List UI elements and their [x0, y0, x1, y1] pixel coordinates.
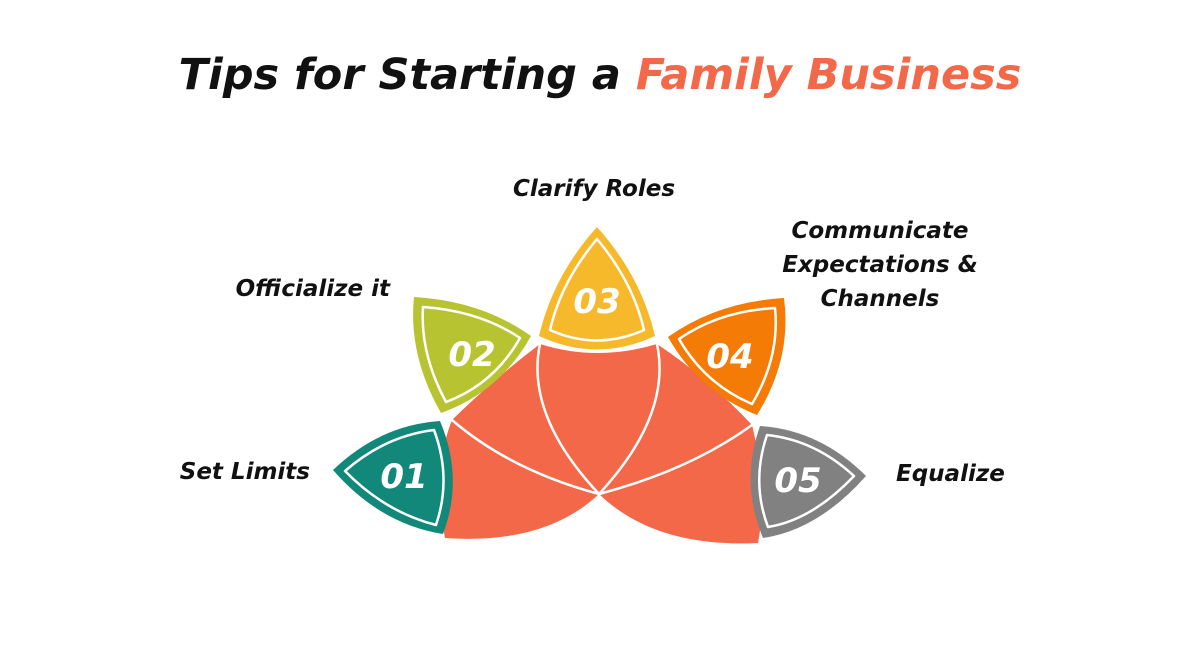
petal-01: 01: [333, 421, 453, 534]
petal-01-number: 01: [380, 457, 427, 497]
title-prefix: Tips for Starting a: [178, 50, 621, 100]
petal-02-number: 02: [448, 335, 495, 375]
petal-01-shape: [333, 421, 453, 534]
center-petal-left: [439, 420, 599, 539]
petal-03-number: 03: [573, 282, 620, 322]
tip-label-officialize-it: Officialize it: [235, 276, 390, 302]
lotus-center: [439, 342, 762, 544]
petal-04-number: 04: [706, 337, 753, 377]
tip-label-equalize: Equalize: [896, 461, 1005, 487]
tip-label-set-limits: Set Limits: [179, 459, 310, 485]
title-highlight: Family Business: [635, 50, 1022, 100]
petal-02: 02: [413, 297, 531, 413]
tip-label-communicate: Communicate Expectations & Channels: [782, 218, 978, 312]
center-petal-right: [599, 425, 762, 544]
petal-03-shape: [539, 227, 655, 350]
petal-05: 05: [750, 426, 866, 538]
center-petal-mid-right: [599, 344, 752, 494]
center-petal-mid-left: [452, 344, 599, 494]
petal-03: 03: [539, 227, 655, 350]
petal-05-number: 05: [774, 461, 821, 501]
tip-label-clarify-roles: Clarify Roles: [512, 176, 676, 202]
page-title: Tips for Starting a Family Business: [0, 40, 1200, 110]
petal-04: 04: [668, 298, 786, 415]
petal-05-shape: [750, 426, 866, 538]
